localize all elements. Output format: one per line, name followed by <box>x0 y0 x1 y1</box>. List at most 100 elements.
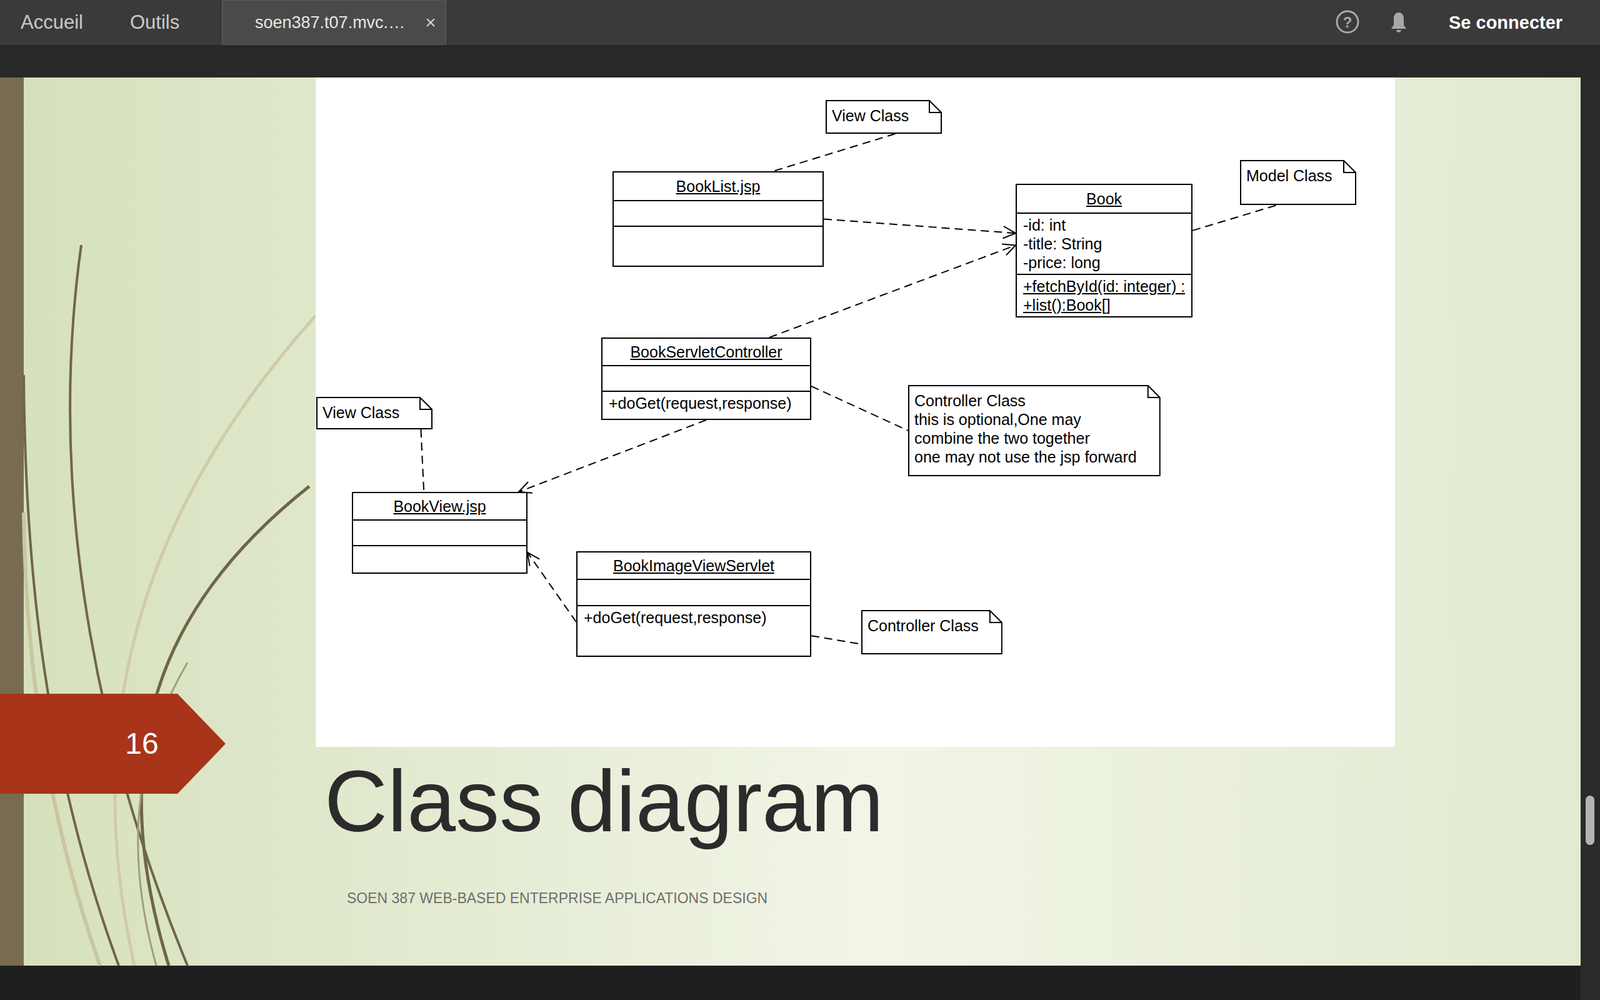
node-text: -id: int <box>1023 215 1185 235</box>
node-text: BookImageViewServlet <box>613 556 775 575</box>
slide-number: 16 <box>125 726 159 761</box>
dashed-line <box>420 429 424 492</box>
dashed-line <box>773 133 896 172</box>
class-compartment: +doGet(request,response) <box>577 605 810 656</box>
sign-in-link: Se connecter <box>1448 12 1563 34</box>
tab-title: soen387.t07.mvc.… <box>255 13 405 33</box>
dashed-line <box>811 386 909 431</box>
help-icon: ? <box>1343 13 1353 32</box>
note-fold <box>929 100 942 113</box>
menu-item: Accueil <box>20 11 84 34</box>
arrow-head <box>1003 226 1016 239</box>
dependency-connector <box>420 429 424 492</box>
dependency-connector <box>527 552 577 622</box>
node-text: View Class <box>831 106 919 125</box>
note-fold <box>1343 160 1356 173</box>
class-box: BookImageViewServlet +doGet(request,respo… <box>576 551 812 657</box>
top-bar <box>0 0 1600 45</box>
dependency-connector <box>518 420 707 494</box>
scrollbar-thumb <box>1585 795 1595 845</box>
node-text: BookList.jsp <box>676 176 761 196</box>
class-compartment: BookImageViewServlet <box>577 552 810 579</box>
decor-curve <box>23 375 119 966</box>
class-compartment: BookServletController <box>602 338 810 365</box>
note-box: Model Class <box>1240 160 1357 205</box>
dependency-connector <box>1192 205 1277 231</box>
node-text: +doGet(request,response) <box>583 608 804 627</box>
dependency-connector <box>811 635 862 644</box>
slide-edge-strip <box>0 77 24 966</box>
note-shape <box>1240 160 1356 205</box>
node-text: one may not use the jsp forward <box>914 447 1137 467</box>
class-box: BookServletController +doGet(request,resp… <box>601 337 812 420</box>
node-text: Controller Class <box>867 616 979 635</box>
note-shape <box>826 100 942 134</box>
node-text: combine the two together <box>914 428 1137 448</box>
slide-number-badge <box>0 693 226 794</box>
node-text: +doGet(request,response) <box>608 393 804 413</box>
class-compartment: BookView.jsp <box>353 493 527 520</box>
class-compartment <box>353 545 527 573</box>
class-compartment <box>613 225 823 266</box>
note-fold <box>990 610 1002 623</box>
decor-curve <box>70 245 188 966</box>
class-compartment <box>602 365 810 391</box>
note-box: Controller Classthis is optional,One may… <box>908 385 1161 477</box>
slide-title: Class diagram <box>324 757 884 845</box>
class-compartment: +doGet(request,response) <box>602 390 810 419</box>
class-compartment <box>577 578 810 605</box>
class-compartment <box>353 519 527 545</box>
class-compartment: BookList.jsp <box>613 172 823 200</box>
dashed-line <box>811 635 862 644</box>
note-box: View Class <box>316 396 433 430</box>
dashed-line <box>518 420 707 492</box>
node-text: Model Class <box>1246 166 1333 185</box>
arrow-head <box>1001 243 1016 255</box>
node-text: -title: String <box>1023 234 1185 254</box>
dependency-connector <box>823 219 1016 239</box>
toolbar-strip <box>0 45 1600 78</box>
note-shape <box>861 610 1002 654</box>
slide-ground <box>0 77 1581 966</box>
node-text: View Class <box>322 403 409 422</box>
dashed-line <box>527 552 577 622</box>
note-shape <box>316 397 432 429</box>
class-box: BookList.jsp <box>612 171 824 267</box>
arrow-head <box>527 552 540 567</box>
tab <box>222 0 446 45</box>
note-box: Controller Class <box>861 610 1003 655</box>
class-compartment: -id: int-title: String-price: long <box>1016 212 1192 274</box>
node-text: Controller Class <box>914 391 1137 410</box>
diagram-panel <box>315 77 1395 747</box>
help-icon-ring <box>1336 11 1359 33</box>
class-compartment: Book <box>1016 185 1192 213</box>
class-box: Book-id: int-title: String-price: long+f… <box>1015 183 1193 318</box>
note-shape <box>908 385 1160 476</box>
node-text: +list():Book[] <box>1023 295 1185 315</box>
note-fold <box>1148 385 1160 398</box>
dependency-connector <box>773 133 896 172</box>
dashed-line <box>823 219 1016 234</box>
class-box: BookView.jsp <box>351 491 528 574</box>
node-text: Book <box>1086 189 1122 209</box>
note-fold <box>420 397 432 410</box>
node-text: BookServletController <box>630 342 782 362</box>
close-icon: × <box>425 11 437 34</box>
bell-icon <box>1391 12 1407 33</box>
footer-text: SOEN 387 WEB-BASED ENTERPRISE APPLICATIO… <box>346 890 768 907</box>
node-text: BookView.jsp <box>393 496 486 516</box>
menu-item: Outils <box>130 11 180 34</box>
dashed-line <box>1192 205 1277 231</box>
class-compartment <box>613 200 823 226</box>
scrollbar-track <box>1580 77 1600 1000</box>
note-box: View Class <box>825 100 942 134</box>
class-compartment: +fetchById(id: integer) :+list():Book[] <box>1016 273 1192 317</box>
decor-curve <box>115 315 316 966</box>
node-text: this is optional,One may <box>914 410 1137 429</box>
node-text: -price: long <box>1023 253 1185 272</box>
node-text: +fetchById(id: integer) : <box>1023 276 1185 296</box>
